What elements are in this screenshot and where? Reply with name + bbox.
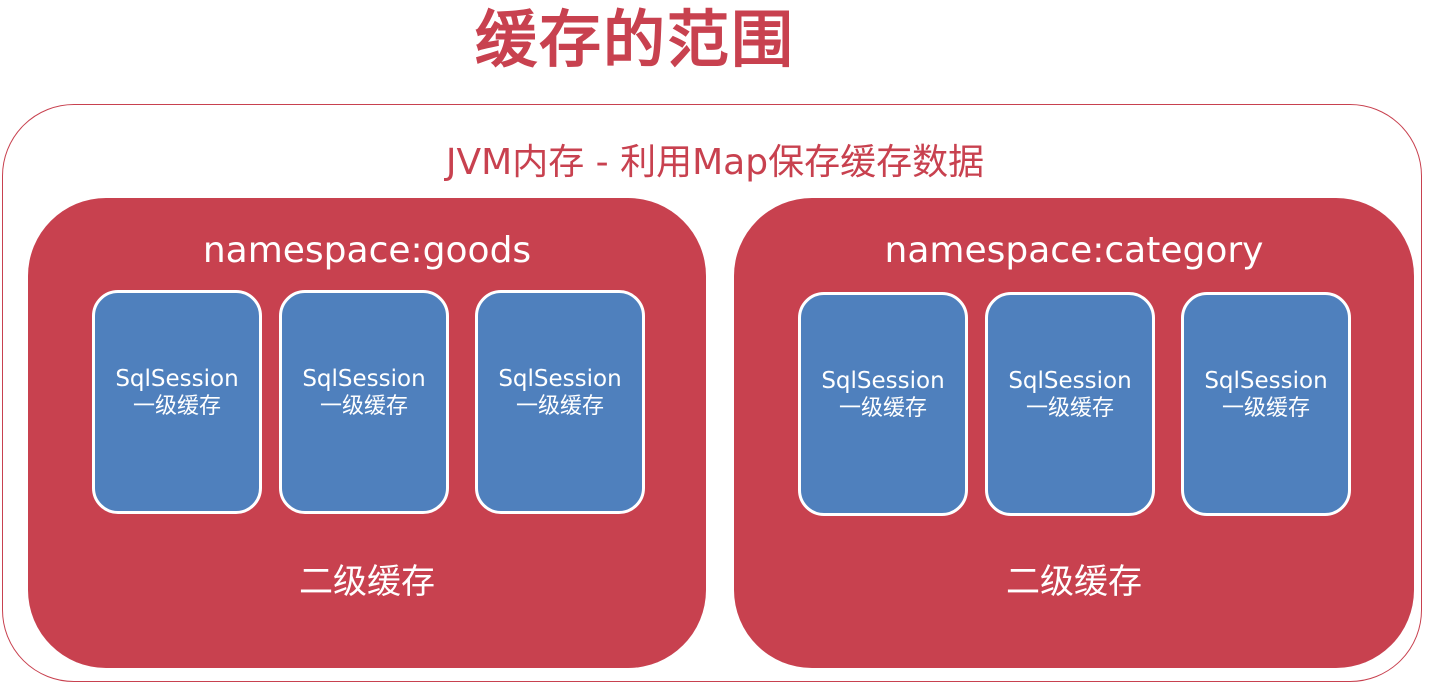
namespace-goods-box: namespace:goods SqlSession 一级缓存 SqlSessi… bbox=[28, 198, 706, 668]
first-level-cache-label: 一级缓存 bbox=[838, 396, 927, 421]
sqlsession-box: SqlSession 一级缓存 bbox=[798, 292, 968, 516]
sqlsession-label: SqlSession bbox=[1008, 368, 1132, 394]
first-level-cache-label: 一级缓存 bbox=[515, 394, 604, 419]
sqlsession-label: SqlSession bbox=[498, 366, 622, 392]
second-level-cache-label: 二级缓存 bbox=[299, 562, 435, 602]
first-level-cache-label: 一级缓存 bbox=[132, 394, 221, 419]
diagram-title: 缓存的范围 bbox=[474, 3, 795, 76]
sqlsession-box: SqlSession 一级缓存 bbox=[92, 290, 262, 514]
sqlsession-box: SqlSession 一级缓存 bbox=[985, 292, 1155, 516]
second-level-cache-label: 二级缓存 bbox=[1006, 562, 1142, 602]
namespace-title: namespace:category bbox=[884, 230, 1264, 271]
first-level-cache-label: 一级缓存 bbox=[1221, 396, 1310, 421]
sqlsession-label: SqlSession bbox=[1204, 368, 1328, 394]
jvm-memory-label: JVM内存 - 利用Map保存缓存数据 bbox=[445, 142, 985, 183]
first-level-cache-label: 一级缓存 bbox=[319, 394, 408, 419]
namespace-category-box: namespace:category SqlSession 一级缓存 SqlSe… bbox=[734, 198, 1414, 668]
sqlsession-label: SqlSession bbox=[821, 368, 945, 394]
sqlsession-box: SqlSession 一级缓存 bbox=[279, 290, 449, 514]
sqlsession-box: SqlSession 一级缓存 bbox=[1181, 292, 1351, 516]
namespace-title: namespace:goods bbox=[202, 230, 532, 271]
first-level-cache-label: 一级缓存 bbox=[1025, 396, 1114, 421]
sqlsession-label: SqlSession bbox=[302, 366, 426, 392]
sqlsession-label: SqlSession bbox=[115, 366, 239, 392]
sqlsession-box: SqlSession 一级缓存 bbox=[475, 290, 645, 514]
